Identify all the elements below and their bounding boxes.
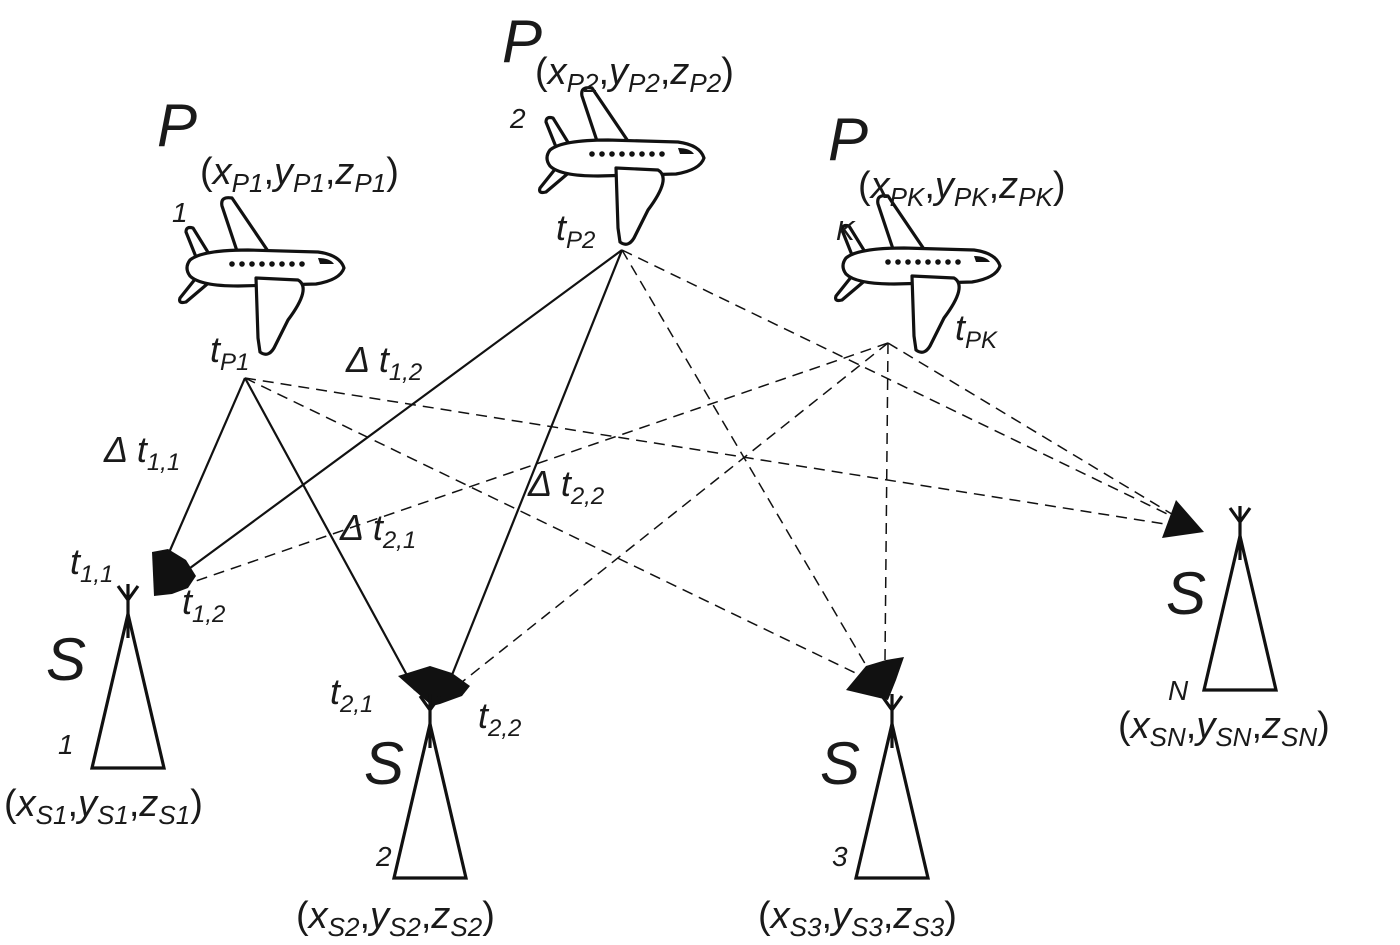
arrival-time-t22: t2,2 <box>478 695 521 742</box>
signal-paths <box>166 249 1191 691</box>
path-pk-s2 <box>451 342 889 691</box>
station-index: 2 <box>375 841 392 872</box>
delay-labels: Δ t1,1 Δ t1,2 Δ t2,1 Δ t2,2 <box>103 339 604 554</box>
station-sn: S N (xSN,ySN,zSN) <box>1118 504 1330 752</box>
airplane-icon <box>178 196 346 356</box>
aircraft-p2: P 2 (xP2,yP2,zP2) tP2 <box>502 8 734 254</box>
path-p2-sn <box>621 249 1191 526</box>
aircraft-index: 2 <box>509 103 526 134</box>
station-coords: (xS1,yS1,zS1) <box>4 783 203 830</box>
path-p2-s1 <box>185 249 623 572</box>
antenna-icon <box>90 582 166 770</box>
arrowhead-s3 <box>846 657 904 700</box>
aircraft-coords: (xP2,yP2,zP2) <box>535 51 734 98</box>
delay-d22: Δ t2,2 <box>527 463 604 510</box>
station-coords: (xS3,yS3,zS3) <box>758 895 957 942</box>
arrival-time-t12: t1,2 <box>182 581 225 628</box>
station-letter: S <box>1166 560 1206 627</box>
aircraft-letter: P <box>157 92 197 159</box>
station-coords: (xS2,yS2,zS2) <box>296 895 495 942</box>
arrowhead-sn <box>1162 500 1204 538</box>
station-s1: S 1 (xS1,yS1,zS1) <box>4 582 203 830</box>
path-pk-s1 <box>189 342 889 584</box>
path-p1-s3 <box>244 377 871 681</box>
antenna-icon <box>1202 504 1278 692</box>
arrival-time-t11: t1,1 <box>70 541 113 588</box>
aircraft-coords: (xP1,yP1,zP1) <box>200 151 399 198</box>
station-coords: (xSN,ySN,zSN) <box>1118 705 1330 752</box>
station-letter: S <box>820 730 860 797</box>
station-index: 1 <box>58 729 74 760</box>
path-p1-sn <box>244 377 1191 529</box>
aircraft-coords: (xPK,yPK,zPK) <box>858 165 1066 212</box>
delay-d21: Δ t2,1 <box>339 507 416 554</box>
aircraft-index: K <box>836 215 856 246</box>
station-letter: S <box>46 626 86 693</box>
delay-d11: Δ t1,1 <box>103 429 180 476</box>
path-pk-sn <box>887 342 1191 526</box>
aircraft-letter: P <box>502 8 542 75</box>
path-pk-s3 <box>884 342 889 661</box>
path-p1-s2 <box>244 377 416 691</box>
aircraft-letter: P <box>828 106 868 173</box>
emission-time: tPK <box>955 307 998 354</box>
station-letter: S <box>364 730 404 797</box>
path-p1-s1 <box>166 377 247 556</box>
station-s2: S 2 (xS2,yS2,zS2) <box>296 692 495 942</box>
arrow-heads <box>152 500 1204 706</box>
path-p2-s3 <box>621 249 871 673</box>
arrowhead-s2 <box>398 666 470 706</box>
emission-time: tP2 <box>556 207 595 254</box>
aircraft-p1: P 1 (xP1,yP1,zP1) tP1 <box>157 92 399 376</box>
aircraft-pk: P K (xPK,yPK,zPK) tPK <box>828 106 1066 354</box>
delay-d12: Δ t1,2 <box>345 339 422 386</box>
station-s3: S 3 (xS3,yS3,zS3) <box>758 692 957 942</box>
aircraft-index: 1 <box>172 197 188 228</box>
emission-time: tP1 <box>210 329 249 376</box>
path-p2-s2 <box>444 249 624 691</box>
station-index: N <box>1168 675 1189 706</box>
arrowhead-s1 <box>152 549 196 596</box>
station-index: 3 <box>832 841 848 872</box>
arrival-time-t21: t2,1 <box>330 671 373 718</box>
antenna-icon <box>854 692 930 880</box>
antenna-icon <box>392 692 468 880</box>
arrival-time-labels: t1,1 t1,2 t2,1 t2,2 <box>70 541 521 742</box>
